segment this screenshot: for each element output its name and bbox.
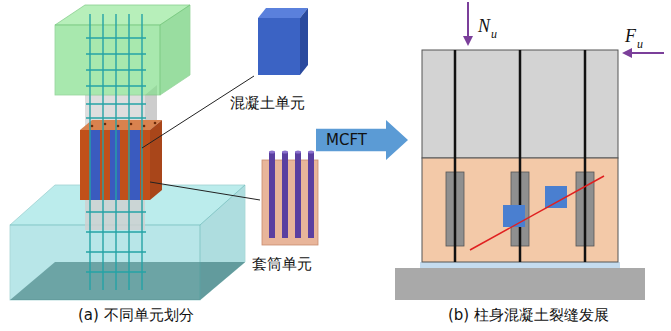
method-arrow: MCFT: [316, 120, 408, 160]
load-subscript: u: [637, 38, 643, 52]
subfigure-caption: (b) 柱身混凝土裂缝发展: [448, 307, 609, 324]
column-elevation: [395, 50, 645, 300]
axial-load-arrow: [467, 2, 469, 44]
load-subscript: u: [491, 28, 497, 42]
load-symbol: F: [625, 26, 636, 47]
part-label: 套筒单元: [252, 256, 312, 273]
sleeve-element: [262, 151, 318, 246]
concrete-element: [258, 8, 308, 75]
method-name: MCFT: [326, 131, 367, 149]
column: [85, 85, 157, 230]
sleeve-zone: [80, 120, 162, 200]
rebar-cage: [86, 14, 146, 290]
subfigure-caption: (a) 不同单元划分: [78, 307, 194, 324]
part-label: 混凝土单元: [230, 95, 305, 112]
cap-beam: [55, 5, 190, 95]
foundation: [10, 185, 245, 300]
load-symbol: N: [478, 16, 490, 37]
lateral-load-arrow: [624, 52, 664, 54]
